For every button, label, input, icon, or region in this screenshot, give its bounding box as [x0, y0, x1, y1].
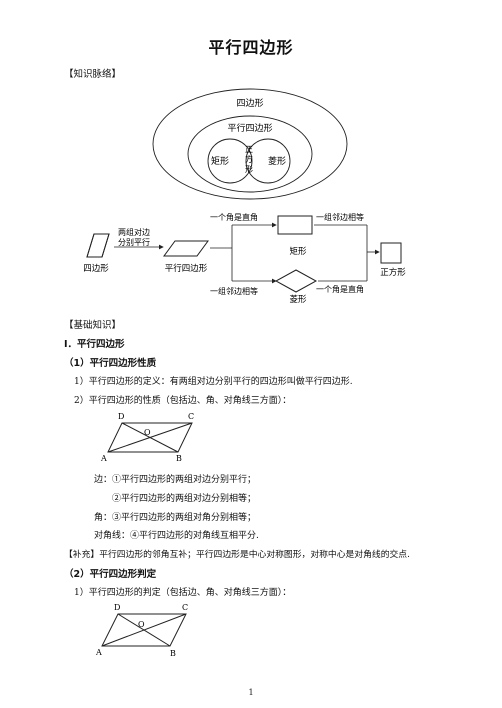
flow-diagram: 四边形 两组对边 分别平行 平行四边形 一个角是直角 一组邻边相等 矩形 菱形 … — [83, 212, 406, 305]
supplement-text: 【补充】平行四边形的邻角互补；平行四边形是中心对称图形，对称中心是对角线的交点. — [64, 550, 410, 560]
fig2-label-b: B — [170, 649, 176, 658]
venn-center-2: 方 — [245, 154, 253, 164]
venn-left-label: 矩形 — [211, 155, 229, 167]
fig1-label-b: B — [176, 454, 182, 463]
flow-quad-label: 四边形 — [83, 263, 109, 274]
rectangle-shape — [277, 215, 313, 235]
cond-line-2: 分别平行 — [118, 237, 150, 247]
subheading-judgement: （2）平行四边形判定 — [64, 569, 157, 580]
cond-line-1: 两组对边 — [118, 227, 150, 237]
parallelogram-shape — [163, 240, 209, 257]
venn-diagram: 四边形 平行四边形 矩形 菱形 正 方 形 — [152, 88, 348, 200]
fig2-label-d: D — [114, 603, 120, 612]
property-4: 对角线：④平行四边形的对角线互相平分. — [94, 531, 259, 541]
fig2-label-a: A — [95, 648, 102, 657]
property-1: 边：①平行四边形的两组对边分别平行； — [94, 475, 257, 485]
bottom-condition: 一组邻边相等 — [210, 286, 258, 296]
rect-condition: 一组邻边相等 — [316, 212, 364, 222]
rhombus-shape — [274, 269, 318, 293]
quadrilateral-ellipse — [152, 88, 348, 200]
property-2: ②平行四边形的两组对边分别相等； — [112, 494, 257, 504]
fig2-label-o: O — [138, 620, 145, 629]
subheading-properties: （1）平行四边形性质 — [64, 358, 157, 369]
parallelogram-figure-1: D C O A B — [100, 412, 194, 463]
heading-parallelogram: Ⅰ．平行四边形 — [64, 339, 125, 350]
fig1-label-d: D — [118, 412, 124, 421]
venn-middle-label: 平行四边形 — [227, 122, 272, 134]
rectangle-circle — [207, 138, 253, 184]
fig1-label-c: C — [188, 412, 194, 421]
fig2-label-c: C — [182, 603, 188, 612]
rhombus-condition: 一个角是直角 — [316, 284, 364, 294]
venn-right-label: 菱形 — [268, 155, 286, 167]
section-basic-knowledge: 【基础知识】 — [64, 320, 122, 331]
flow-rhombus-label: 菱形 — [289, 294, 307, 305]
judgement-intro: 1）平行四边形的判定（包括边、角、对角线三方面）： — [74, 588, 292, 598]
venn-outer-label: 四边形 — [236, 97, 263, 109]
venn-center-1: 正 — [245, 145, 253, 154]
flow-square-label: 正方形 — [380, 267, 406, 278]
property-3: 角：③平行四边形的两组对角分别相等； — [94, 513, 257, 523]
parallelogram-ellipse — [187, 115, 313, 193]
square-shape — [380, 242, 402, 264]
flow-rect-label: 矩形 — [289, 246, 307, 257]
section-knowledge-map: 【知识脉络】 — [64, 69, 122, 80]
page-title: 平行四边形 — [208, 38, 294, 57]
fig1-label-o: O — [144, 428, 151, 437]
parallelogram-figure-2: D C O A B — [95, 603, 188, 658]
definition-text: 1）平行四边形的定义：有两组对边分别平行的四边形叫做平行四边形. — [74, 377, 353, 387]
venn-center-3: 形 — [245, 165, 253, 174]
top-condition: 一个角是直角 — [210, 212, 258, 222]
page-number: 1 — [248, 688, 254, 697]
flow-parallelogram-label: 平行四边形 — [165, 263, 208, 274]
properties-intro: 2）平行四边形的性质（包括边、角、对角线三方面）： — [74, 396, 292, 406]
rhombus-circle — [245, 138, 291, 184]
fig1-label-a: A — [100, 454, 107, 463]
